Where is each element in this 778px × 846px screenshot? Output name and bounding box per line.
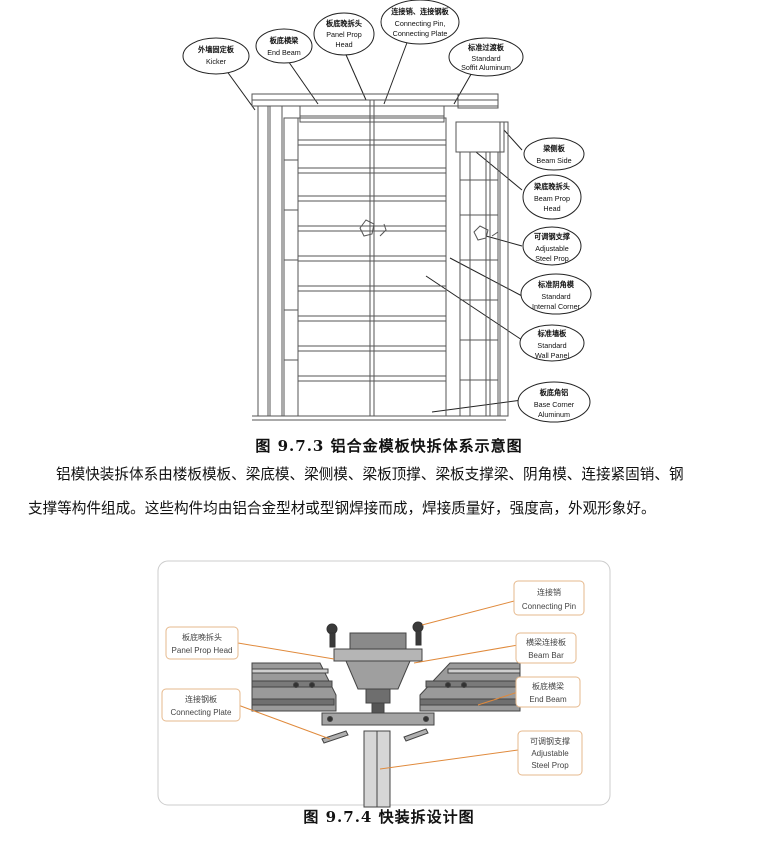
callout-steel-prop-en2: Steel Prop <box>535 254 569 263</box>
callout-panel-prop-head-cn: 板底晚拆头 <box>326 19 362 28</box>
label-beam-bar-cn: 横梁连接板 <box>526 637 566 647</box>
callout-base-corner-en1: Base Corner <box>534 400 575 409</box>
callout-beam-prop-head-en2: Head <box>543 204 560 213</box>
figure-2-drawing: 连接销 Connecting Pin 板底晚拆头 Panel Prop Head… <box>157 560 611 808</box>
callout-beam-side-en: Beam Side <box>536 156 571 165</box>
callout-soffit-en2: Soffit Aluminum <box>461 63 511 72</box>
callout-beam-side-cn: 梁侧板 <box>542 144 565 153</box>
callout-wall-panel-en1: Standard <box>537 341 566 350</box>
label-panel-prop-head-cn: 板底晚拆头 <box>182 632 222 642</box>
figure-1-drawing: 外墙固定板 Kicker 板底横梁 End Beam 板底晚拆头 Panel P… <box>182 0 592 423</box>
callout-soffit-en1: Standard <box>471 54 500 63</box>
callout-panel-prop-head-en1: Panel Prop <box>326 30 362 39</box>
callout-steel-prop-cn: 可调钢支撑 <box>534 232 571 241</box>
callout-wall-panel-cn: 标准墙板 <box>537 329 568 338</box>
callout-end-beam-cn: 板底横梁 <box>270 36 300 45</box>
figure-1-caption: 图 9.7.3 铝合金模板快拆体系示意图 <box>255 437 523 455</box>
label-connecting-plate-cn: 连接钢板 <box>185 694 217 704</box>
callout-soffit-cn: 标准过渡板 <box>467 43 505 52</box>
label-beam-bar-en: Beam Bar <box>528 651 564 660</box>
body-paragraph-line-2: 支撑等构件组成。这些构件均由铝合金型材或型钢焊接而成，焊接质量好，强度高，外观形… <box>28 500 656 517</box>
callout-connecting-pin-en1: Connecting Pin, <box>395 19 446 28</box>
callout-connecting-pin-en2: Connecting Plate <box>393 29 448 38</box>
label-panel-prop-head-en: Panel Prop Head <box>172 646 233 655</box>
callout-beam-prop-head-en1: Beam Prop <box>534 194 570 203</box>
callout-internal-corner-en2: Internal Corner <box>532 302 581 311</box>
callout-internal-corner-cn: 标准阴角模 <box>537 280 575 289</box>
label-end-beam-cn: 板底横梁 <box>532 681 564 691</box>
label-steel-prop-en1: Adjustable <box>531 749 569 758</box>
body-paragraph-line-1: 铝模快装拆体系由楼板模板、梁底模、梁侧模、梁板顶撑、梁板支撑梁、阴角模、连接紧固… <box>56 466 684 483</box>
callout-panel-prop-head-en2: Head <box>335 40 352 49</box>
label-connecting-plate-en: Connecting Plate <box>171 708 232 717</box>
callout-kicker-en: Kicker <box>206 57 227 66</box>
callout-end-beam-en: End Beam <box>267 48 301 57</box>
callout-connecting-pin-cn: 连接销、连接钢板 <box>391 7 449 16</box>
callout-base-corner-cn: 板底角铝 <box>540 388 569 397</box>
callout-beam-prop-head-cn: 梁底晚拆头 <box>533 182 570 191</box>
label-steel-prop-cn: 可调钢支撑 <box>530 736 570 746</box>
callout-internal-corner-en1: Standard <box>541 292 570 301</box>
callout-wall-panel-en2: Wall Panel <box>535 351 569 360</box>
figure-2-caption: 图 9.7.4 快装拆设计图 <box>303 808 475 826</box>
label-connecting-pin-en: Connecting Pin <box>522 602 576 611</box>
label-connecting-pin-cn: 连接销 <box>537 587 561 597</box>
callout-base-corner-en2: Aluminum <box>538 410 570 419</box>
callout-steel-prop-en1: Adjustable <box>535 244 569 253</box>
label-end-beam-en: End Beam <box>529 695 567 704</box>
label-steel-prop-en2: Steel Prop <box>531 761 569 770</box>
callout-kicker-cn: 外墙固定板 <box>197 45 235 54</box>
